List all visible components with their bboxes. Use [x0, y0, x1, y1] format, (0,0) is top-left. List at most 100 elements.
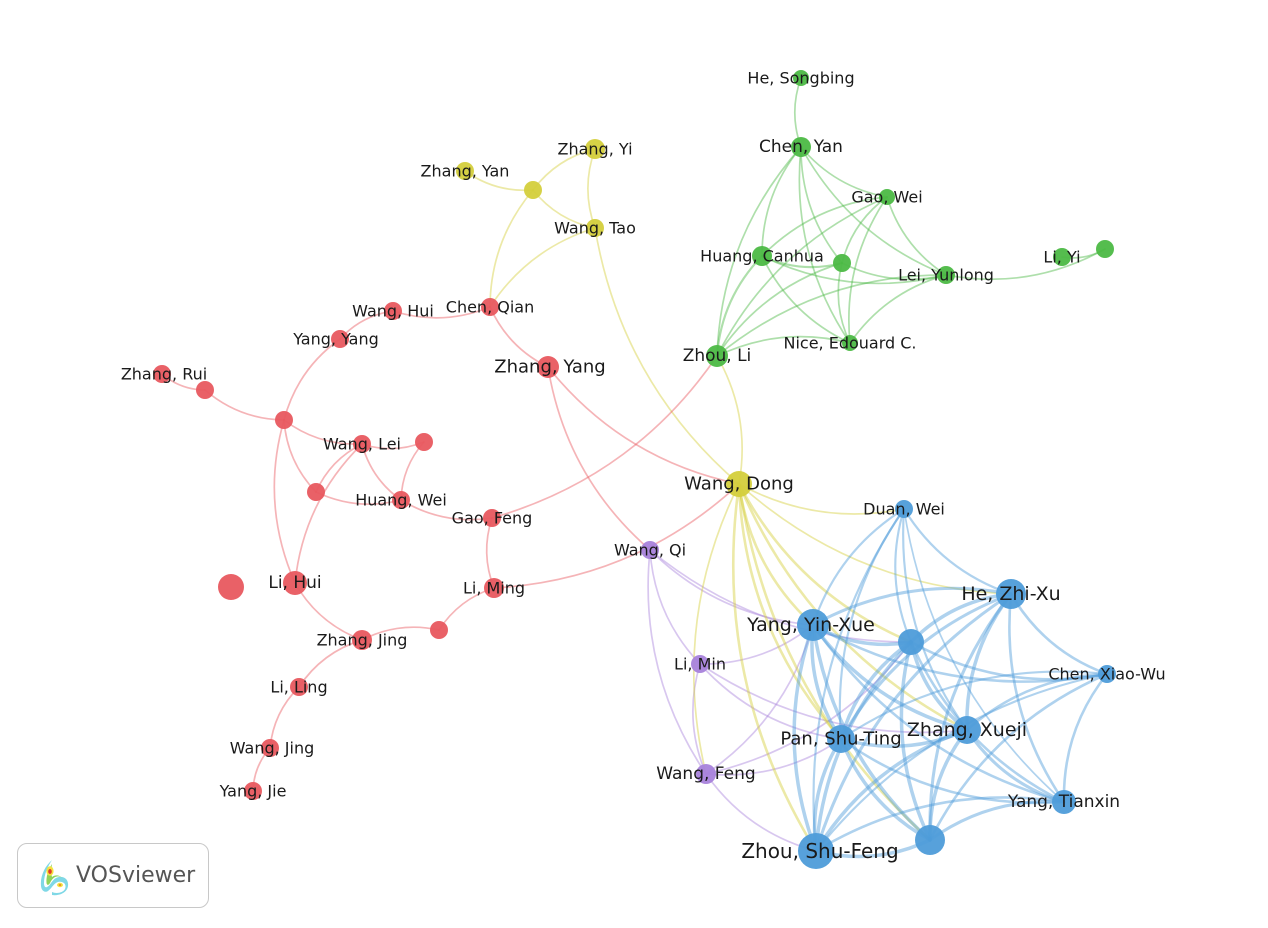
link-yang_yinxue-yang_tianxin — [811, 623, 1066, 804]
node-nice_edouard[interactable] — [842, 335, 858, 351]
node-he_zhixu[interactable] — [996, 579, 1026, 609]
node-label-huang_wei[interactable]: Huang, Wei — [355, 491, 447, 510]
node-label-zhang_yan[interactable]: Zhang, Yan — [421, 162, 510, 181]
node-label-wang_lei[interactable]: Wang, Lei — [323, 435, 401, 454]
node-label-chen_xiaowu[interactable]: Chen, Xiao-Wu — [1048, 665, 1165, 684]
node-wang_hui[interactable] — [384, 302, 402, 320]
node-wang_feng[interactable] — [696, 764, 716, 784]
node-li_min[interactable] — [691, 655, 709, 673]
node-label-pan_shuting[interactable]: Pan, Shu-Ting — [780, 729, 901, 750]
node-label-zhou_shufeng[interactable]: Zhou, Shu-Feng — [741, 839, 898, 863]
node-zhang_yang[interactable] — [537, 356, 559, 378]
link-wang_feng-yang_yinxue — [705, 624, 814, 775]
node-r_unl4[interactable] — [307, 483, 325, 501]
link-he_zhixu-chen_xiaowu — [1009, 592, 1109, 676]
node-label-he_zhixu[interactable]: He, Zhi-Xu — [961, 583, 1060, 605]
node-label-li_yi[interactable]: Li, Yi — [1043, 248, 1080, 267]
node-yang_tianxin[interactable] — [1052, 790, 1076, 814]
node-label-li_ming[interactable]: Li, Ming — [463, 579, 525, 598]
node-gao_wei[interactable] — [879, 189, 895, 205]
node-zhou_li[interactable] — [706, 345, 728, 367]
node-label-duan_wei[interactable]: Duan, Wei — [863, 500, 945, 519]
node-label-zhang_xueji[interactable]: Zhang, Xueji — [907, 719, 1027, 741]
node-yang_yang[interactable] — [331, 330, 349, 348]
link-wang_qi-wang_feng — [647, 549, 707, 775]
link-gao_wei-nice_edouard — [848, 196, 888, 344]
node-he_songbing[interactable] — [793, 70, 809, 86]
node-label-wang_tao[interactable]: Wang, Tao — [554, 219, 636, 238]
node-zhang_xueji[interactable] — [953, 716, 981, 744]
node-label-huang_canhua[interactable]: Huang, Canhua — [700, 247, 824, 266]
node-label-chen_qian[interactable]: Chen, Qian — [446, 298, 534, 317]
node-huang_wei[interactable] — [392, 491, 410, 509]
node-yang_yinxue[interactable] — [797, 609, 829, 641]
link-gao_wei-lei_yunlong — [886, 196, 947, 276]
node-zhang_yan[interactable] — [456, 162, 474, 180]
node-label-he_songbing[interactable]: He, Songbing — [747, 69, 854, 88]
node-r_unl6[interactable] — [430, 621, 448, 639]
node-label-chen_yan[interactable]: Chen, Yan — [759, 137, 843, 157]
node-li_ling[interactable] — [290, 678, 308, 696]
node-label-wang_dong[interactable]: Wang, Dong — [684, 474, 794, 495]
node-label-wang_hui[interactable]: Wang, Hui — [352, 302, 434, 321]
node-label-yang_jie[interactable]: Yang, Jie — [219, 782, 287, 801]
node-label-li_ling[interactable]: Li, Ling — [270, 678, 327, 697]
node-wang_lei[interactable] — [353, 435, 371, 453]
link-g_unl1-lei_yunlong — [841, 262, 947, 281]
node-chen_yan[interactable] — [791, 137, 811, 157]
node-r_unl3[interactable] — [415, 433, 433, 451]
node-r_unl5[interactable] — [218, 574, 244, 600]
node-label-zhang_yang[interactable]: Zhang, Yang — [494, 357, 605, 378]
node-label-gao_feng[interactable]: Gao, Feng — [452, 509, 533, 528]
node-wang_qi[interactable] — [641, 541, 659, 559]
node-label-li_hui[interactable]: Li, Hui — [268, 573, 321, 593]
node-label-wang_jing[interactable]: Wang, Jing — [230, 739, 315, 758]
node-gao_feng[interactable] — [483, 509, 501, 527]
node-r_unl1[interactable] — [196, 381, 214, 399]
node-chen_qian[interactable] — [481, 298, 499, 316]
node-zhang_rui[interactable] — [153, 365, 171, 383]
node-zhang_jing[interactable] — [352, 630, 372, 650]
node-b_unl1[interactable] — [898, 629, 924, 655]
link-r_unl1-r_unl2 — [204, 389, 285, 421]
node-label-yang_yang[interactable]: Yang, Yang — [292, 330, 379, 349]
node-label-zhang_rui[interactable]: Zhang, Rui — [121, 365, 207, 384]
node-label-lei_yunlong[interactable]: Lei, Yunlong — [898, 266, 994, 285]
node-g_unl1[interactable] — [833, 254, 851, 272]
node-label-yang_yinxue[interactable]: Yang, Yin-Xue — [746, 614, 875, 636]
node-wang_tao[interactable] — [586, 219, 604, 237]
link-pan_shuting-b_unl2 — [839, 737, 932, 842]
node-li_hui[interactable] — [283, 571, 307, 595]
node-label-zhou_li[interactable]: Zhou, Li — [683, 346, 752, 366]
node-zhou_shufeng[interactable] — [798, 833, 834, 869]
link-huang_wei-gao_feng — [400, 499, 493, 521]
node-li_ming[interactable] — [484, 578, 504, 598]
node-label-yang_tianxin[interactable]: Yang, Tianxin — [1007, 792, 1120, 812]
node-r_unl2[interactable] — [275, 411, 293, 429]
link-chen_yan-huang_canhua — [761, 146, 802, 257]
node-li_yi[interactable] — [1053, 248, 1071, 266]
node-pan_shuting[interactable] — [827, 725, 855, 753]
node-chen_xiaowu[interactable] — [1098, 665, 1116, 683]
node-y_unl1[interactable] — [524, 181, 542, 199]
node-wang_jing[interactable] — [261, 739, 279, 757]
node-g_unl2[interactable] — [1096, 240, 1114, 258]
link-pan_shuting-yang_tianxin — [839, 737, 1066, 805]
link-wang_dong-zhou_li — [716, 355, 743, 485]
link-chen_yan-zhou_li — [716, 146, 802, 357]
node-label-wang_feng[interactable]: Wang, Feng — [656, 764, 755, 784]
link-duan_wei-yang_tianxin — [903, 508, 1065, 803]
node-duan_wei[interactable] — [895, 500, 913, 518]
node-b_unl2[interactable] — [915, 825, 945, 855]
node-label-gao_wei[interactable]: Gao, Wei — [851, 188, 922, 207]
node-huang_canhua[interactable] — [752, 246, 772, 266]
node-label-zhang_jing[interactable]: Zhang, Jing — [317, 631, 408, 650]
node-label-zhang_yi[interactable]: Zhang, Yi — [557, 140, 632, 159]
node-wang_dong[interactable] — [726, 471, 752, 497]
node-lei_yunlong[interactable] — [937, 266, 955, 284]
node-yang_jie[interactable] — [244, 782, 262, 800]
node-label-nice_edouard[interactable]: Nice, Edouard C. — [783, 334, 916, 353]
node-zhang_yi[interactable] — [585, 139, 605, 159]
node-label-wang_qi[interactable]: Wang, Qi — [614, 541, 686, 560]
node-label-li_min[interactable]: Li, Min — [674, 655, 726, 674]
